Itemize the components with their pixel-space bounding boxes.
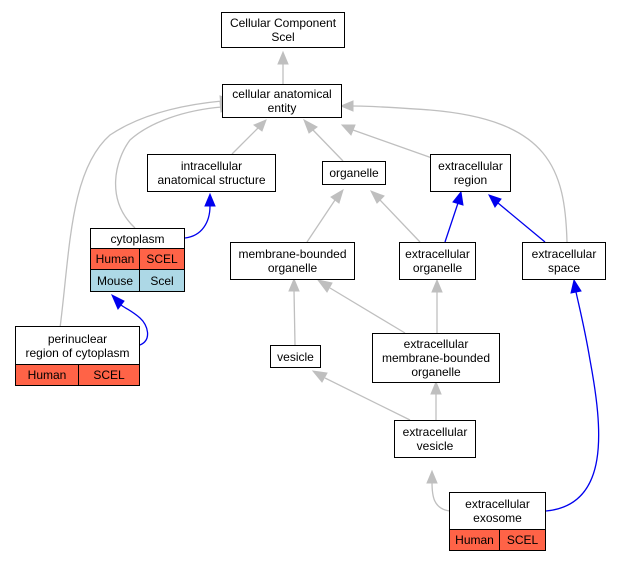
node-label-line: extracellular [438,159,503,173]
edge-perinuclear-to-cytoplasm [120,304,149,346]
arrowhead [339,100,354,112]
edge-intracellular-to-entity [231,127,259,155]
node-label-line: organelle [329,166,379,180]
arrowhead [430,380,442,395]
annotation-species: Human [449,529,500,551]
node-label-line: organelle [411,365,461,379]
arrowhead [452,190,464,206]
node-label-line: Cellular Component [229,16,337,30]
node-cytoplasm[interactable]: cytoplasm [90,228,185,249]
arrowhead [570,278,582,294]
arrowhead [303,118,318,134]
node-cellular-anatomical-entity[interactable]: cellular anatomical entity [222,84,342,118]
node-label-line: entity [267,101,297,115]
node-label-line: anatomical structure [157,173,266,187]
edge-region-to-entity [352,129,433,159]
edge-extorganelle-to-region [444,202,459,243]
edge-exosome-to-extvesicle [431,481,451,512]
node-cellular-component[interactable]: Cellular Component Scel [221,12,345,48]
arrowhead [288,277,300,292]
edge-space-to-entity [351,105,568,243]
node-label-line: Scel [271,30,295,44]
node-label-line: cytoplasm [110,231,165,246]
node-label-line: extracellular [402,425,468,439]
arrowhead [426,469,438,484]
annotation-source: SCEL [139,248,185,270]
arrowhead [330,188,344,204]
node-label-line: extracellular [403,337,469,351]
arrowhead [204,192,216,207]
edge-extvesicle-to-vesicle [324,377,411,421]
node-label-line: cellular anatomical [232,87,332,101]
node-label-line: organelle [267,261,318,275]
node-label-line: exosome [473,511,522,525]
node-label-line: membrane-bounded [238,247,347,261]
arrowhead [488,194,502,208]
node-label-line: region [453,173,488,187]
arrowhead [316,279,333,293]
node-label-line: extracellular [531,247,597,261]
node-label-line: vesicle [277,349,314,364]
edge-extorganelle-to-organelle [379,199,421,243]
edge-organelle-to-entity [312,129,344,162]
node-label-line: region of cytoplasm [25,345,130,360]
node-label-line: extracellular [405,247,470,261]
arrowhead [369,190,385,204]
arrowhead [311,370,328,383]
node-intracellular-anatomical-structure[interactable]: intracellular anatomical structure [147,154,276,192]
node-label-line: space [547,261,581,275]
node-extracellular-exosome[interactable]: extracellular exosome [449,492,546,530]
node-label-line: vesicle [416,439,454,453]
arrowhead [431,278,443,293]
annotation-species: Human [15,364,79,386]
edge-vesicle-to-membrane [293,289,296,346]
node-extracellular-membrane-bounded-organelle[interactable]: extracellular membrane-bounded organelle [372,333,500,383]
annotation-species: Human [90,248,140,270]
node-extracellular-vesicle[interactable]: extracellular vesicle [394,420,476,458]
node-label-line: membrane-bounded [381,351,491,365]
node-membrane-bounded-organelle[interactable]: membrane-bounded organelle [230,242,355,280]
edge-extmembrane-to-membrane [329,287,406,334]
node-label-line: perinuclear [47,331,108,346]
node-label-line: intracellular [180,159,243,173]
arrowhead [111,293,125,310]
edge-cytoplasm-to-intracellular [184,205,211,239]
edge-exosome-to-space [545,291,600,512]
node-label-line: extracellular [465,497,530,511]
edge-perinuclear-to-entity [59,100,223,329]
node-label-line: organelle [412,261,463,275]
edge-membrane-to-organelle [306,199,336,243]
edge-cytoplasm-to-entity [114,106,223,229]
annotation-species: Mouse [90,269,140,292]
node-perinuclear-region[interactable]: perinuclear region of cytoplasm [15,326,140,365]
arrowhead [277,50,289,65]
node-extracellular-organelle[interactable]: extracellular organelle [399,242,476,280]
arrowhead [340,124,356,136]
node-extracellular-region[interactable]: extracellular region [430,154,511,192]
node-extracellular-space[interactable]: extracellular space [522,242,606,280]
annotation-source: Scel [139,269,185,292]
node-organelle[interactable]: organelle [322,161,386,185]
part-of-edges [111,190,600,512]
node-vesicle[interactable]: vesicle [270,345,321,368]
annotation-source: SCEL [78,364,140,386]
arrowhead [253,119,267,132]
edge-space-to-region [497,202,546,243]
annotation-source: SCEL [499,529,546,551]
